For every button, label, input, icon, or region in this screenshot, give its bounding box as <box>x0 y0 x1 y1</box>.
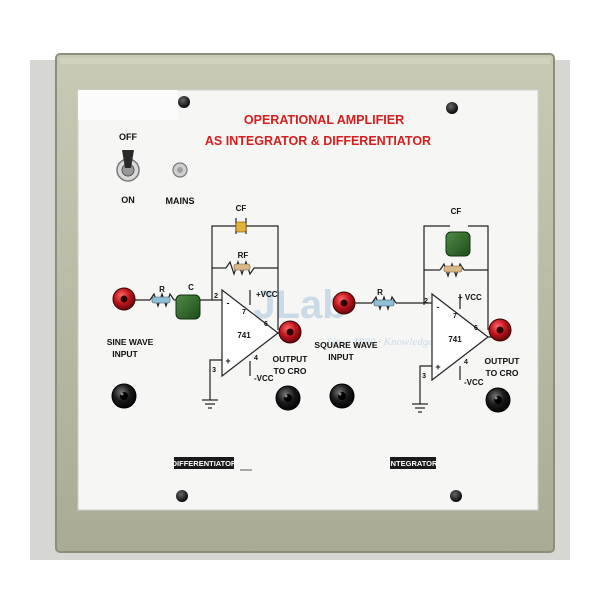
differentiator-r-resistor <box>151 296 171 304</box>
differentiator-label-text: DIFFERENTIATOR <box>172 459 237 468</box>
sine-wave-input-line2: INPUT <box>112 349 138 359</box>
int-pin-3: 3 <box>422 373 426 380</box>
switch-on-label: ON <box>121 195 135 205</box>
sine-wave-input-line1: SINE WAVE <box>107 337 154 347</box>
diff-plus-sign: + <box>225 356 230 366</box>
integrator-circuit <box>350 225 500 413</box>
integrator-section-label: INTEGRATOR <box>389 457 438 469</box>
diff-pin-3: 3 <box>212 367 216 374</box>
int-pin-2: 2 <box>424 298 428 305</box>
mains-label: MAINS <box>166 196 195 206</box>
differentiator-output-ground-socket[interactable] <box>275 385 301 411</box>
switch-off-label: OFF <box>119 132 137 142</box>
diff-minus-sign: - <box>227 298 230 308</box>
diff-cf-label: CF <box>236 204 247 213</box>
int-pin-4: 4 <box>464 359 468 366</box>
diff-pin-2: 2 <box>214 293 218 300</box>
int-output-line2: TO CRO <box>486 368 519 378</box>
diff-vcc-pos: +VCC <box>256 290 278 299</box>
diff-vcc-neg: -VCC <box>254 374 274 383</box>
integrator-r-resistor <box>373 299 395 307</box>
int-pin-7: 7 <box>453 313 457 320</box>
diff-c-label: C <box>188 283 194 292</box>
title-line-1: OPERATIONAL AMPLIFIER <box>244 113 404 127</box>
diff-pin-4: 4 <box>254 355 258 362</box>
differentiator-rf-resistor <box>233 263 251 271</box>
integrator-label-text: INTEGRATOR <box>389 459 438 468</box>
mains-indicator-lamp <box>172 162 188 178</box>
panel-screws <box>176 96 462 502</box>
watermark-logo: JLab Since 1980 · Knowledge <box>253 283 433 348</box>
int-vcc-pos: + VCC <box>458 293 482 302</box>
differentiator-output-socket-red[interactable] <box>278 320 302 344</box>
power-switch[interactable] <box>116 150 140 182</box>
diff-rf-label: RF <box>238 251 249 260</box>
diff-r-label: R <box>159 285 165 294</box>
differentiator-cf-capacitor <box>235 221 247 233</box>
int-cf-label: CF <box>451 207 462 216</box>
integrator-rf-resistor <box>443 265 463 273</box>
integrator-output-ground-socket[interactable] <box>485 387 511 413</box>
integrator-cf-capacitor <box>445 231 471 257</box>
square-wave-input-line1: SQUARE WAVE <box>314 340 377 350</box>
diff-pin-6: 6 <box>264 321 268 328</box>
int-output-line1: OUTPUT <box>485 356 521 366</box>
differentiator-input-ground-socket[interactable] <box>111 383 137 409</box>
differentiator-section-label: DIFFERENTIATOR <box>172 457 237 469</box>
differentiator-c-capacitor <box>175 294 201 320</box>
int-vcc-neg: -VCC <box>464 378 484 387</box>
svg-text:JLab: JLab <box>253 283 346 327</box>
square-wave-input-line2: INPUT <box>328 352 354 362</box>
int-plus-sign: + <box>435 362 440 372</box>
int-r-label: R <box>377 288 383 297</box>
integrator-output-socket-red[interactable] <box>488 318 512 342</box>
integrator-input-ground-socket[interactable] <box>329 383 355 409</box>
diff-output-line2: TO CRO <box>274 366 307 376</box>
int-ic-label: 741 <box>448 335 462 344</box>
title-line-2: AS INTEGRATOR & DIFFERENTIATOR <box>205 134 431 148</box>
int-minus-sign: - <box>437 302 440 312</box>
svg-text:Since 1980 · Knowledge: Since 1980 · Knowledge <box>327 336 433 348</box>
integrator-input-socket-red[interactable] <box>332 291 356 315</box>
diff-ic-label: 741 <box>237 331 251 340</box>
diff-pin-7: 7 <box>242 309 246 316</box>
differentiator-input-socket-red[interactable] <box>112 287 136 311</box>
diff-output-line1: OUTPUT <box>273 354 309 364</box>
int-pin-6: 6 <box>474 325 478 332</box>
